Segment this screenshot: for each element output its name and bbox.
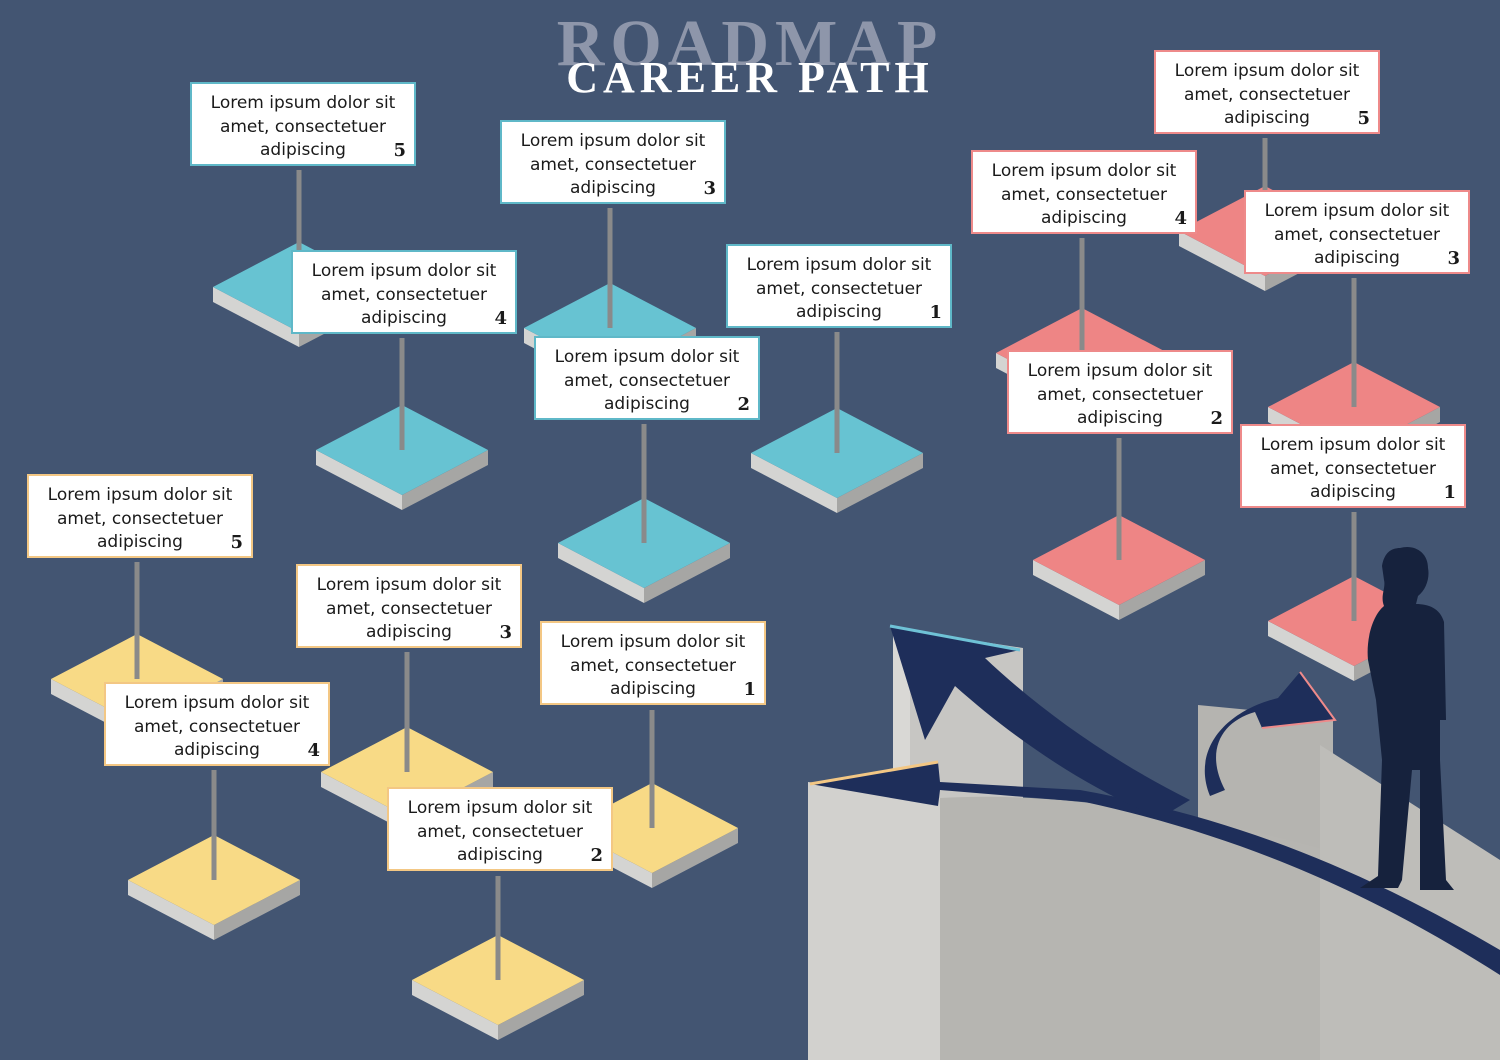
label-text: Lorem ipsum dolor sit amet, consectetuer… [124, 693, 310, 760]
road-arrow-up [890, 626, 1190, 818]
pink-step-2-platform-right-side [1119, 560, 1205, 620]
blue-step-5-label: Lorem ipsum dolor sit amet, consectetuer… [190, 82, 416, 166]
step-number: 1 [1443, 481, 1456, 503]
step-number: 2 [737, 393, 750, 415]
step-number: 4 [494, 307, 507, 329]
step-number: 2 [590, 844, 603, 866]
label-text: Lorem ipsum dolor sit amet, consectetuer… [407, 798, 593, 865]
person-figure [1360, 546, 1454, 890]
yellow-step-3-platform-left-side [321, 772, 407, 832]
blue-step-4-platform-right-side [402, 450, 488, 510]
step-number: 4 [307, 739, 320, 761]
label-text: Lorem ipsum dolor sit amet, consectetuer… [210, 93, 396, 160]
label-text: Lorem ipsum dolor sit amet, consectetuer… [560, 632, 746, 699]
blue-step-5-platform-left-side [213, 287, 299, 347]
label-text: Lorem ipsum dolor sit amet, consectetuer… [1264, 201, 1450, 268]
label-text: Lorem ipsum dolor sit amet, consectetuer… [1260, 435, 1446, 502]
pink-step-1-label: Lorem ipsum dolor sit amet, consectetuer… [1240, 424, 1466, 508]
road-arrow-outline [889, 624, 1021, 652]
blue-step-2-platform-left-side [558, 543, 644, 603]
pink-step-2-platform-left-side [1033, 560, 1119, 620]
blue-step-1-platform-right-side [837, 453, 923, 513]
blue-step-1-label: Lorem ipsum dolor sit amet, consectetuer… [726, 244, 952, 328]
label-text: Lorem ipsum dolor sit amet, consectetuer… [47, 485, 233, 552]
career-path-title: CAREER PATH [566, 53, 934, 102]
yellow-step-2-platform-left-side [412, 980, 498, 1040]
blue-step-4-label: Lorem ipsum dolor sit amet, consectetuer… [291, 250, 517, 334]
pink-step-3-label: Lorem ipsum dolor sit amet, consectetuer… [1244, 190, 1470, 274]
road-arrow-outline-left [809, 760, 939, 786]
label-text: Lorem ipsum dolor sit amet, consectetuer… [316, 575, 502, 642]
blue-step-3-label: Lorem ipsum dolor sit amet, consectetuer… [500, 120, 726, 204]
pink-step-4-label: Lorem ipsum dolor sit amet, consectetuer… [971, 150, 1197, 234]
step-number: 3 [703, 177, 716, 199]
road-arrow-left [810, 762, 1500, 975]
yellow-step-4-platform-right-side [214, 880, 300, 940]
step-number: 5 [393, 139, 406, 161]
label-text: Lorem ipsum dolor sit amet, consectetuer… [520, 131, 706, 198]
yellow-step-5-label: Lorem ipsum dolor sit amet, consectetuer… [27, 474, 253, 558]
pink-step-5-label: Lorem ipsum dolor sit amet, consectetuer… [1154, 50, 1380, 134]
blue-step-4-platform-left-side [316, 450, 402, 510]
step-number: 1 [929, 301, 942, 323]
step-number: 3 [499, 621, 512, 643]
label-text: Lorem ipsum dolor sit amet, consectetuer… [1174, 61, 1360, 128]
yellow-step-3-label: Lorem ipsum dolor sit amet, consectetuer… [296, 564, 522, 648]
step-number: 4 [1174, 207, 1187, 229]
yellow-step-2-label: Lorem ipsum dolor sit amet, consectetuer… [387, 787, 613, 871]
blue-step-2-label: Lorem ipsum dolor sit amet, consectetuer… [534, 336, 760, 420]
step-number: 1 [743, 678, 756, 700]
cliff-front-left [808, 782, 940, 1060]
pink-step-5-platform-left-side [1179, 231, 1265, 291]
yellow-step-2-platform-right-side [498, 980, 584, 1040]
label-text: Lorem ipsum dolor sit amet, consectetuer… [554, 347, 740, 414]
blue-step-2-platform-right-side [644, 543, 730, 603]
pink-step-2-label: Lorem ipsum dolor sit amet, consectetuer… [1007, 350, 1233, 434]
crossroad-illustration [808, 624, 1500, 1060]
label-text: Lorem ipsum dolor sit amet, consectetuer… [311, 261, 497, 328]
label-text: Lorem ipsum dolor sit amet, consectetuer… [991, 161, 1177, 228]
yellow-step-1-platform-right-side [652, 828, 738, 888]
step-number: 2 [1210, 407, 1223, 429]
step-number: 3 [1447, 247, 1460, 269]
road-arrow-right [1204, 672, 1335, 796]
yellow-step-1-label: Lorem ipsum dolor sit amet, consectetuer… [540, 621, 766, 705]
label-text: Lorem ipsum dolor sit amet, consectetuer… [746, 255, 932, 322]
label-text: Lorem ipsum dolor sit amet, consectetuer… [1027, 361, 1213, 428]
step-number: 5 [1357, 107, 1370, 129]
blue-step-1-platform-left-side [751, 453, 837, 513]
pink-step-1-platform-left-side [1268, 621, 1354, 681]
yellow-step-4-platform-left-side [128, 880, 214, 940]
yellow-step-4-label: Lorem ipsum dolor sit amet, consectetuer… [104, 682, 330, 766]
road-arrow-outline-right [1261, 671, 1337, 729]
roadmap-title: ROADMAP [556, 7, 944, 80]
step-number: 5 [230, 531, 243, 553]
